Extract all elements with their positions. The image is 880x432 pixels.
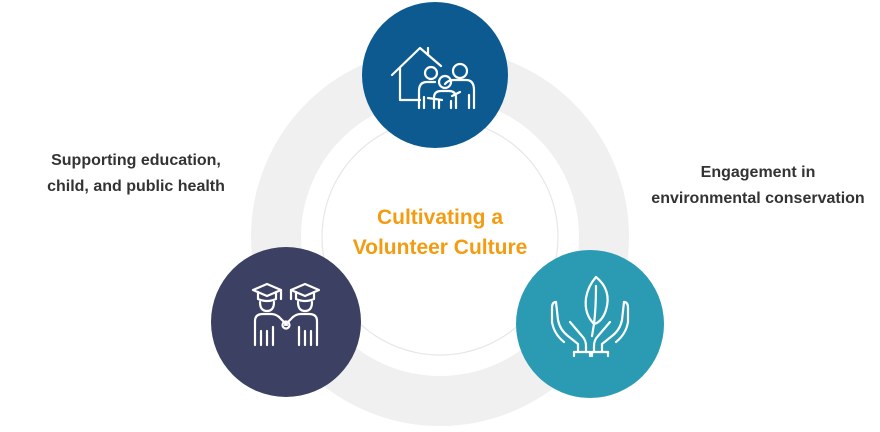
label-education-health-line-2: child, and public health [47,178,225,195]
label-environment-line-1: Engagement in [700,164,816,181]
center-title-line-2: Volunteer Culture [352,236,528,259]
hands-leaf-icon [550,275,630,358]
family-home-icon [390,46,476,110]
graduates-icon [251,282,321,347]
node-education [211,247,361,397]
node-community [362,2,508,148]
node-environment [516,250,664,398]
label-education-health-line-1: Supporting education, [51,152,221,169]
label-education-health: Supporting education, child, and public … [28,148,244,200]
label-environment: Engagement in environmental conservation [628,160,880,212]
label-environment-line-2: environmental conservation [651,190,865,207]
center-title-line-1: Cultivating a [376,206,503,229]
center-title: Cultivating a Volunteer Culture [320,203,560,263]
